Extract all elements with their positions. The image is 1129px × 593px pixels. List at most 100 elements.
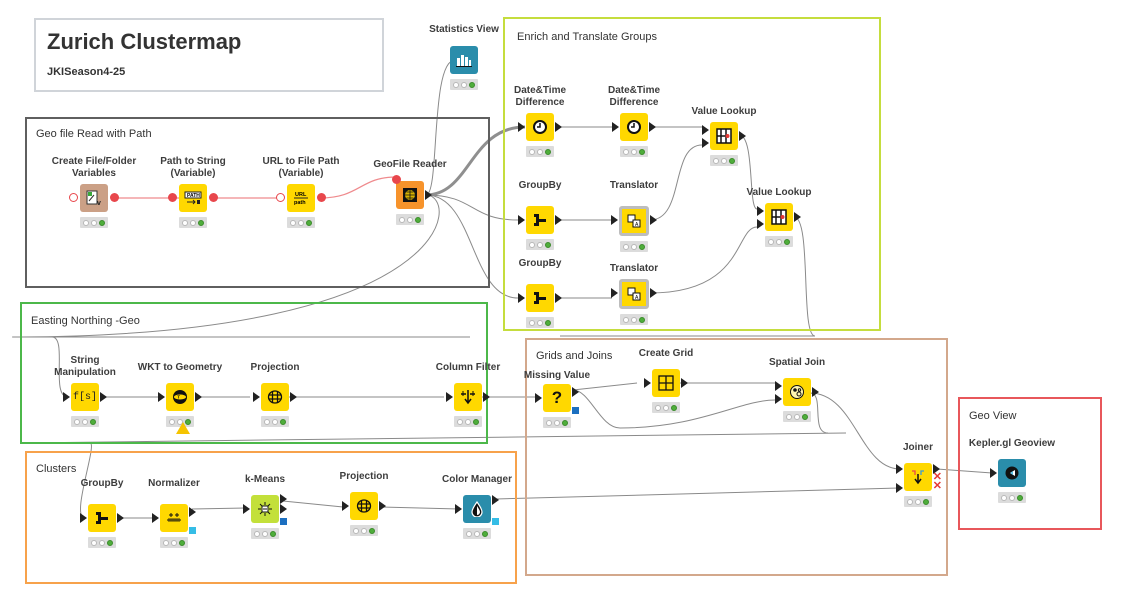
output-port[interactable]	[492, 495, 499, 505]
output-port[interactable]	[681, 378, 688, 388]
node-statistics-view[interactable]: Statistics View	[409, 24, 519, 90]
input-port[interactable]	[990, 468, 997, 478]
input-port[interactable]	[152, 513, 159, 523]
node-body[interactable]	[702, 122, 746, 150]
node-body[interactable]	[757, 203, 801, 231]
output-port-1[interactable]	[280, 494, 287, 504]
node-projection-2[interactable]: Projection	[309, 471, 419, 536]
inactive-port-x-icon[interactable]: ✕	[932, 480, 942, 492]
node-body[interactable]	[612, 113, 656, 141]
input-port[interactable]	[63, 392, 70, 402]
node-body[interactable]	[518, 113, 562, 141]
node-groupby-2[interactable]: GroupBy	[485, 258, 595, 328]
node-body[interactable]	[446, 383, 490, 411]
node-groupby-1[interactable]: GroupBy	[485, 180, 595, 250]
node-create-grid[interactable]: Create Grid	[611, 348, 721, 413]
output-port[interactable]	[195, 392, 202, 402]
input-port[interactable]	[446, 392, 453, 402]
input-port-1[interactable]	[896, 464, 903, 474]
variable-output-port[interactable]	[110, 193, 119, 202]
output-port[interactable]	[189, 507, 196, 517]
node-body[interactable]	[450, 46, 478, 74]
input-port[interactable]	[518, 215, 525, 225]
output-port-1[interactable]	[933, 464, 940, 474]
annotation-geo-read[interactable]: Geo file Read with Path	[25, 117, 490, 288]
node-wkt-to-geometry[interactable]: WKT to Geometry T	[125, 362, 235, 434]
output-port[interactable]	[649, 122, 656, 132]
node-value-lookup-2[interactable]: Value Lookup	[724, 187, 834, 247]
node-string-manipulation[interactable]: String Manipulation f[s]	[30, 355, 140, 427]
variable-input-port[interactable]	[276, 193, 285, 202]
node-normalizer[interactable]: Normalizer	[119, 478, 229, 548]
node-body[interactable]	[342, 492, 386, 520]
input-port-2[interactable]	[702, 138, 709, 148]
output-port[interactable]	[117, 513, 124, 523]
variable-output-port[interactable]	[209, 193, 218, 202]
node-body[interactable]	[152, 504, 196, 534]
annotation-enrich[interactable]: Enrich and Translate Groups	[503, 17, 881, 331]
node-body[interactable]: ✕ ✕	[896, 463, 942, 493]
node-body[interactable]	[392, 175, 432, 209]
node-body[interactable]: A	[611, 206, 657, 236]
model-output-port[interactable]	[492, 518, 499, 525]
output-port[interactable]	[572, 387, 579, 397]
output-port[interactable]	[555, 293, 562, 303]
output-port[interactable]	[650, 215, 657, 225]
input-port[interactable]	[518, 122, 525, 132]
output-port[interactable]	[739, 131, 746, 141]
output-port[interactable]	[794, 212, 801, 222]
node-value-lookup-1[interactable]: Value Lookup	[669, 106, 779, 166]
input-port[interactable]	[342, 501, 349, 511]
output-port[interactable]	[100, 392, 107, 402]
output-port[interactable]	[812, 387, 819, 397]
input-port-2[interactable]	[896, 483, 903, 493]
annotation-easting[interactable]: Easting Northing -Geo	[20, 302, 488, 444]
node-body[interactable]	[253, 383, 297, 411]
node-projection-1[interactable]: Projection	[220, 362, 330, 427]
node-kepler-gl-geoview[interactable]: Kepler.gl Geoview	[957, 438, 1067, 503]
node-k-means[interactable]: k-Means	[210, 474, 320, 539]
output-port[interactable]	[650, 288, 657, 298]
input-port[interactable]	[611, 215, 618, 225]
input-port[interactable]	[644, 378, 651, 388]
inactive-port-x-icon[interactable]: ✕	[932, 471, 942, 483]
input-port[interactable]	[455, 504, 462, 514]
node-body[interactable]	[775, 378, 819, 406]
output-port-2[interactable]	[280, 504, 287, 514]
node-body[interactable]: v	[69, 184, 119, 212]
output-port[interactable]	[555, 215, 562, 225]
node-datetime-difference-1[interactable]: Date&Time Difference	[485, 85, 595, 157]
model-output-port[interactable]	[280, 518, 287, 525]
output-port[interactable]	[379, 501, 386, 511]
node-translator-1[interactable]: Translator A	[579, 180, 689, 252]
annotation-grids[interactable]: Grids and Joins	[525, 338, 948, 576]
node-body[interactable]	[518, 206, 562, 234]
variable-input-port[interactable]	[168, 193, 177, 202]
node-spatial-join[interactable]: Spatial Join	[742, 357, 852, 422]
node-create-file-folder-variables[interactable]: Create File/Folder Variables v	[39, 156, 149, 228]
output-port[interactable]	[555, 122, 562, 132]
output-port[interactable]	[425, 190, 432, 200]
node-joiner[interactable]: Joiner ✕ ✕	[863, 442, 973, 507]
output-port[interactable]	[483, 392, 490, 402]
input-port[interactable]	[611, 288, 618, 298]
model-output-port[interactable]	[572, 407, 579, 414]
node-path-to-string[interactable]: Path to String (Variable) PATH	[138, 156, 248, 228]
node-body[interactable]: T	[158, 383, 202, 411]
node-body[interactable]: A	[611, 279, 657, 309]
annotation-geoview[interactable]: Geo View	[958, 397, 1102, 530]
node-body[interactable]	[243, 494, 287, 525]
node-body[interactable]	[80, 504, 124, 532]
node-body[interactable]: PATH	[168, 184, 218, 212]
annotation-clusters[interactable]: Clusters	[25, 451, 517, 584]
node-body[interactable]: f[s]	[63, 383, 107, 411]
node-body[interactable]	[990, 459, 1026, 487]
input-port[interactable]	[243, 504, 250, 514]
input-port-2[interactable]	[775, 394, 782, 404]
input-port-2[interactable]	[757, 219, 764, 229]
input-port[interactable]	[535, 393, 542, 403]
model-output-port[interactable]	[189, 527, 196, 534]
input-port[interactable]	[158, 392, 165, 402]
